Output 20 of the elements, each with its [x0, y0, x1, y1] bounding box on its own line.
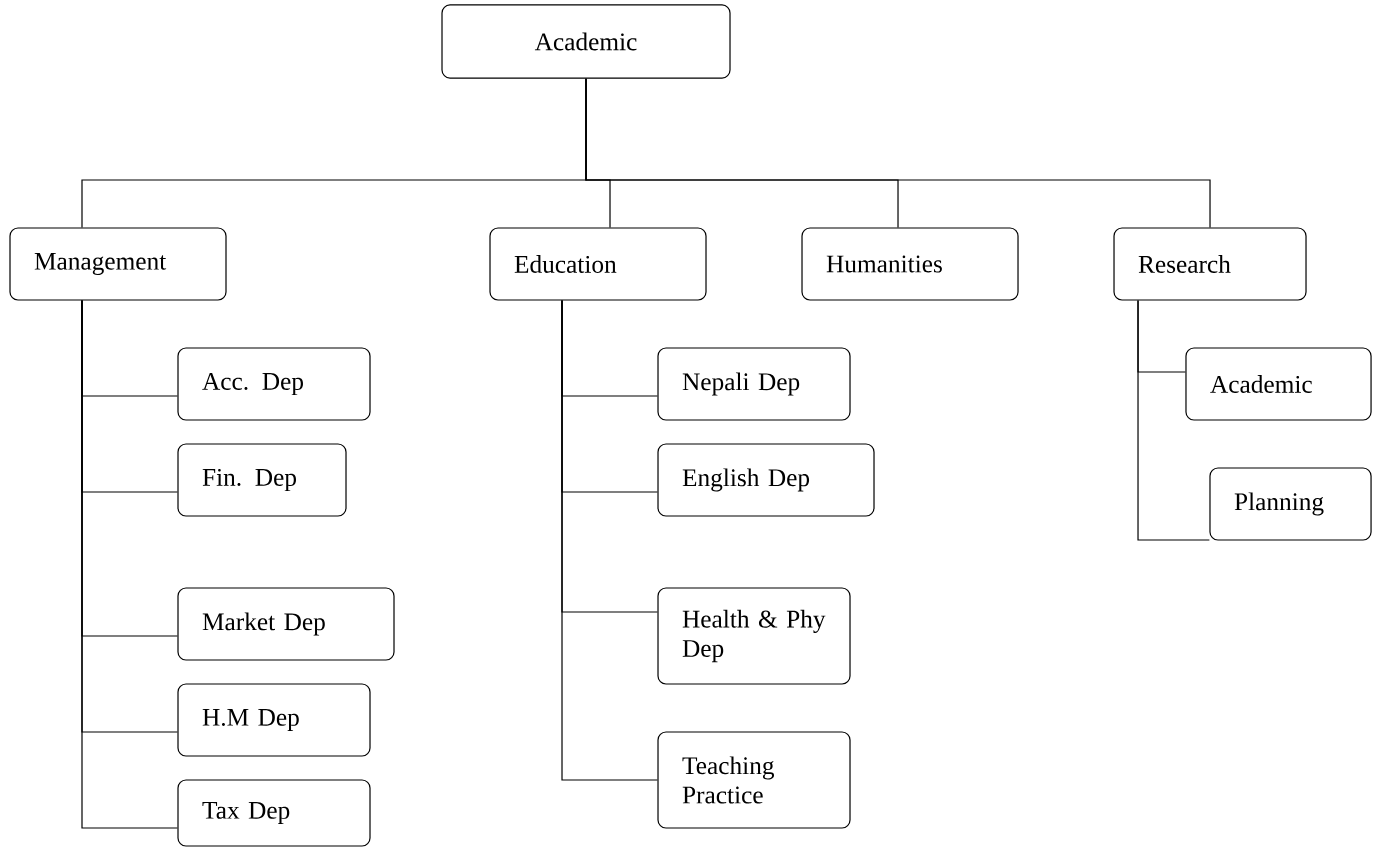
unit-box: Acc. Dep — [177, 347, 371, 421]
unit-box: Research — [1113, 227, 1307, 301]
unit-box: Fin. Dep — [177, 443, 347, 517]
connector-line — [81, 300, 178, 829]
unit-box: H.M Dep — [177, 683, 371, 757]
unit-box: Humanities — [801, 227, 1019, 301]
connector-line — [585, 78, 1211, 228]
unit-box: Health & Phy Dep — [657, 587, 851, 685]
unit-box: Education — [489, 227, 707, 301]
unit-box: Nepali Dep — [657, 347, 851, 421]
unit-box: Academic — [441, 4, 731, 79]
connector-line — [561, 300, 658, 781]
unit-box: Teaching Practice — [657, 731, 851, 829]
unit-box: Management — [9, 227, 227, 301]
unit-box: Planning — [1209, 467, 1372, 541]
unit-box: Academic — [1185, 347, 1372, 421]
unit-box: Tax Dep — [177, 779, 371, 847]
unit-box: English Dep — [657, 443, 875, 517]
unit-box: Market Dep — [177, 587, 395, 661]
connector-line — [1137, 300, 1210, 541]
